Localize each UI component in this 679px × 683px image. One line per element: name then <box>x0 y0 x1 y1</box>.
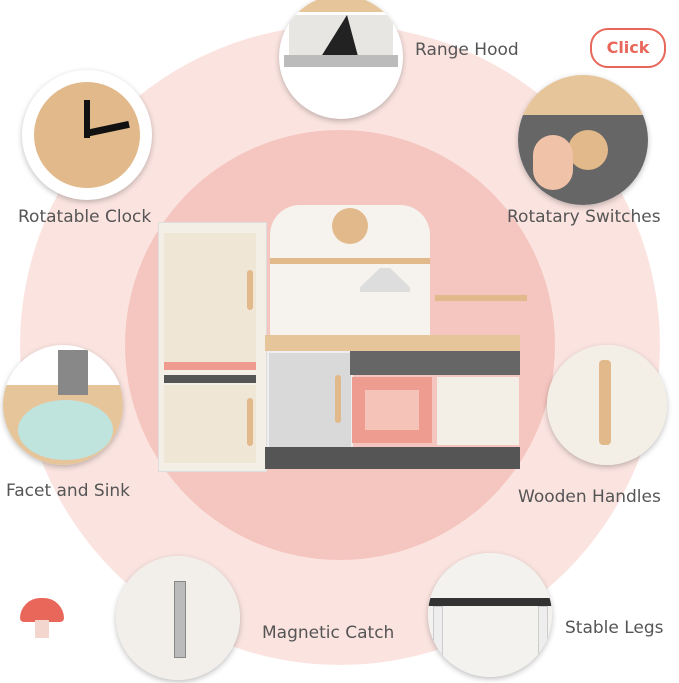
sink-detail <box>3 345 123 465</box>
handles-detail <box>547 345 667 465</box>
base <box>265 447 520 469</box>
wooden-handle <box>335 375 341 423</box>
label-facet-and-sink: Facet and Sink <box>6 481 131 501</box>
wooden-handle <box>247 270 253 310</box>
range-hood-detail <box>279 0 403 119</box>
dish-shelf <box>437 377 519 445</box>
mushroom-icon <box>20 598 64 638</box>
legs-detail <box>428 553 552 677</box>
magnetic-catch-detail <box>116 556 240 680</box>
click-badge-label: Click <box>606 38 650 57</box>
toy-kitchen <box>155 200 530 475</box>
switches-detail <box>518 75 648 205</box>
countertop <box>265 335 520 351</box>
label-rotatable-clock: Rotatable Clock <box>18 207 152 227</box>
label-range-hood: Range Hood <box>415 40 519 60</box>
label-rotatary-switches: Rotatary Switches <box>507 207 661 227</box>
clock <box>332 208 368 244</box>
shelf <box>270 258 430 264</box>
wooden-handle <box>247 398 253 446</box>
label-magnetic-catch: Magnetic Catch <box>262 623 395 643</box>
label-stable-legs: Stable Legs <box>565 618 664 638</box>
side-shelf <box>435 295 527 301</box>
click-badge: Click <box>590 28 666 68</box>
knob-panel <box>350 351 520 375</box>
label-wooden-handles: Wooden Handles <box>518 487 661 507</box>
clock-detail <box>22 70 152 200</box>
